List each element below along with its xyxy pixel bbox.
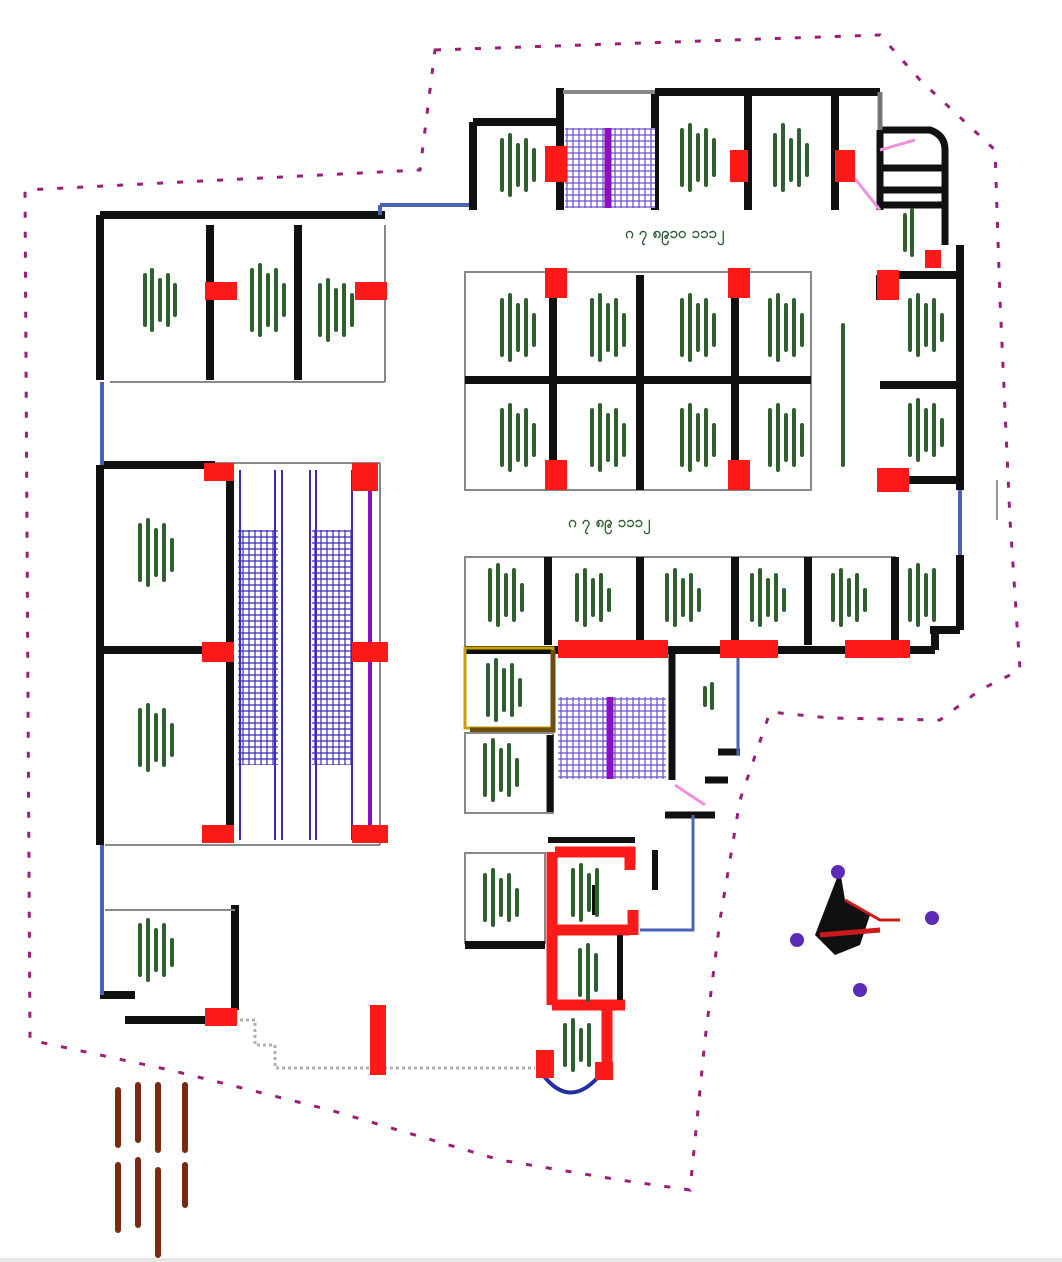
- entry-path: [240, 1018, 535, 1070]
- corridor-label-top: ဂ ၇ ၈၉၁၀ ၁၁၁၂: [625, 224, 725, 246]
- room-annotations: [138, 123, 944, 1072]
- south-tower-black-walls: [548, 837, 658, 1000]
- west-wing-partitions: [105, 225, 386, 911]
- south-tower-arc: [541, 1073, 602, 1095]
- lobby-diag: [674, 783, 706, 807]
- highlighted-room: [463, 646, 555, 730]
- bottom-rule: [0, 1258, 1062, 1262]
- west-windows: [100, 203, 475, 995]
- west-stair-run-1: [238, 530, 278, 765]
- west-stair-run-2: [312, 530, 352, 765]
- site-boundary: [23, 33, 1022, 1192]
- corridor-label-mid: ဂ ၇ ၈၉ ၁၁၁၂: [568, 513, 651, 535]
- lobby-walls: [665, 650, 740, 819]
- highlighted-room-brown: [470, 650, 556, 733]
- central-grid-walls: [465, 275, 811, 490]
- doors: [202, 146, 941, 1080]
- south-row-outline: [464, 556, 896, 650]
- lobby-window: [640, 655, 740, 932]
- ne-tower-walls: [876, 126, 949, 245]
- north-arrow-icon: [790, 865, 939, 997]
- landscape-annotations: [115, 1082, 188, 1258]
- south-row-walls: [465, 555, 964, 654]
- south-small-room: [464, 852, 546, 944]
